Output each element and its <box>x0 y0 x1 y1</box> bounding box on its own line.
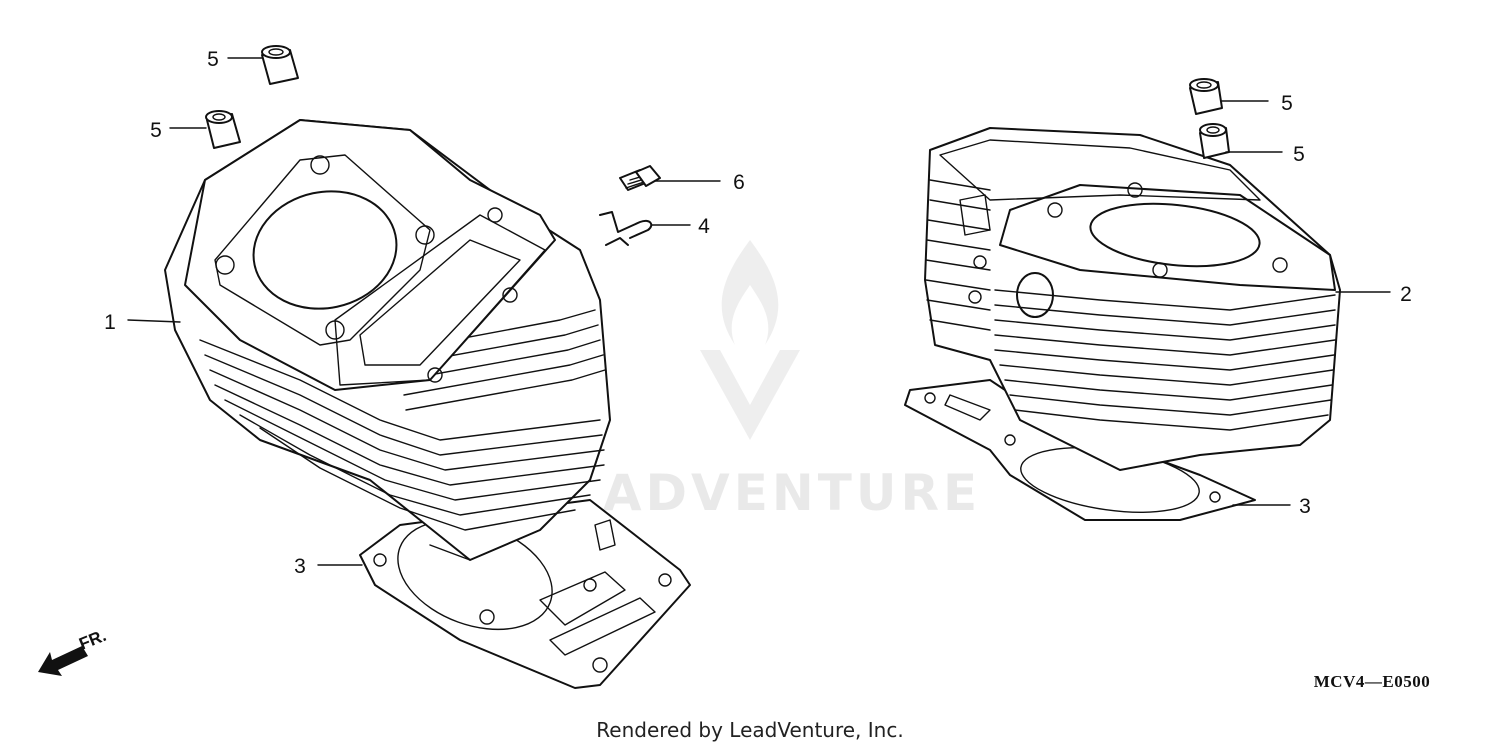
callout-5-top-left: 5 <box>207 48 219 71</box>
oil-passage <box>1016 272 1054 318</box>
diagram-code: MCV4—E0500 <box>1314 672 1430 691</box>
bolt <box>619 165 661 191</box>
front-direction-arrow: FR. <box>38 626 109 676</box>
front-label: FR. <box>76 626 109 654</box>
watermark-text: ADVENTURE <box>603 464 981 522</box>
dowel-pin-top-left <box>261 45 299 85</box>
clip <box>599 211 653 246</box>
dowel-pin-mid-left <box>205 110 241 149</box>
callout-3-right: 3 <box>1299 495 1311 518</box>
callout-3-left: 3 <box>294 555 306 578</box>
front-cylinder <box>164 119 691 689</box>
callout-6: 6 <box>733 171 745 194</box>
cooling-fins-right <box>925 179 1336 431</box>
cylinder-bore-right <box>1089 202 1261 268</box>
callout-1: 1 <box>104 311 116 334</box>
dowel-pin-mid-right <box>1199 123 1230 159</box>
callout-4: 4 <box>698 215 710 238</box>
watermark-logo: ADVENTURE <box>603 240 981 522</box>
callout-5-top-right: 5 <box>1281 92 1293 115</box>
cylinder-bore-left <box>214 154 435 346</box>
rear-cylinder <box>904 127 1341 521</box>
dowel-pin-top-right <box>1189 78 1223 115</box>
callout-5-mid-left: 5 <box>150 119 162 142</box>
leader-lines <box>127 57 1391 566</box>
credit-text: Rendered by LeadVenture, Inc. <box>596 718 903 742</box>
callout-2: 2 <box>1400 283 1412 306</box>
callout-5-mid-right: 5 <box>1293 143 1305 166</box>
